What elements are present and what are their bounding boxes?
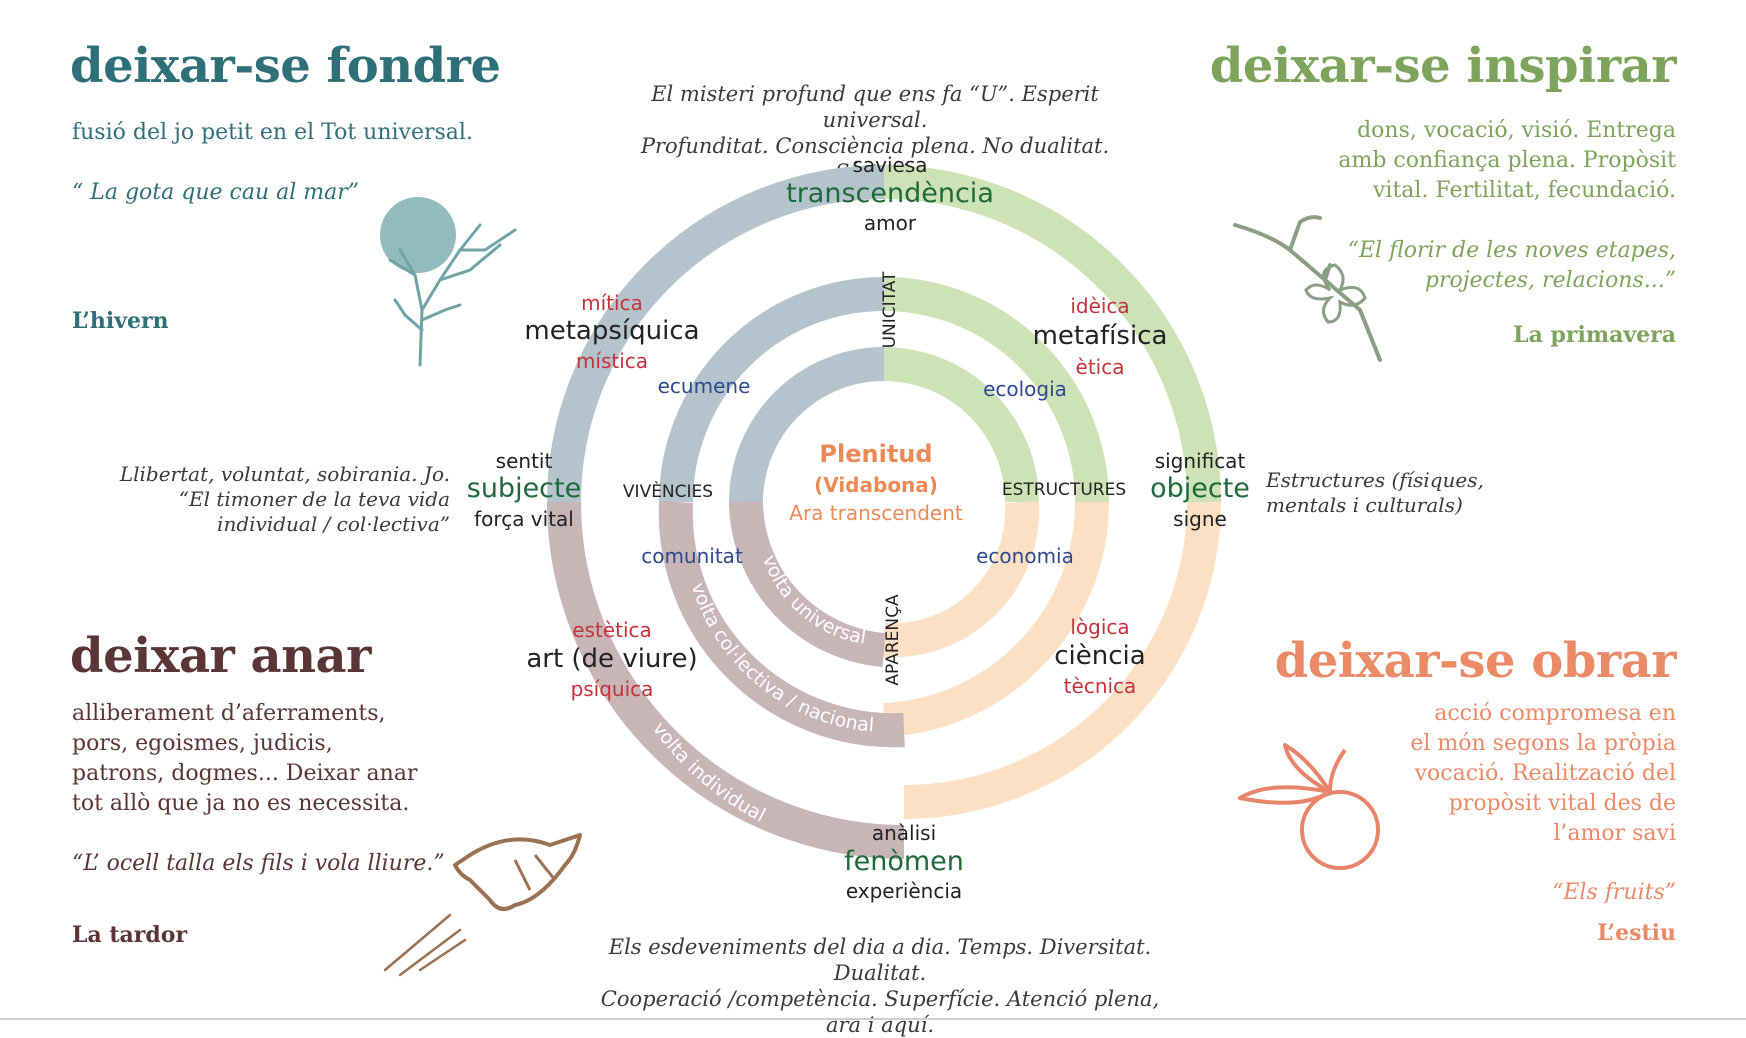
text-anar: alliberament d’aferraments, pors, egoism…: [72, 699, 492, 819]
caption-top: El misteri profund que ens fa “U”. Esper…: [600, 81, 1150, 185]
ring-outer-bottom-left: [547, 501, 905, 859]
quad-br-main: ciència: [1054, 641, 1145, 671]
text-anar-line: patrons, dogmes... Deixar anar: [72, 761, 418, 786]
quad-br-upper: lògica: [1070, 615, 1129, 639]
quote-anar: “L’ ocell talla els fils i vola lliure.”: [72, 851, 445, 876]
text-inspirar: dons, vocació, visió. Entrega amb confia…: [1256, 116, 1676, 206]
text-inspirar-line: vital. Fertilitat, fecundació.: [1372, 178, 1676, 203]
quote-fondre: “ La gota que cau al mar”: [72, 180, 359, 205]
quad-tr-main: metafísica: [1033, 321, 1168, 351]
ring-middle-bottom-right: [883, 501, 1110, 737]
pole-bottom-above: anàlisi: [872, 821, 936, 845]
winter-tree-icon: [380, 197, 517, 367]
text-obrar-line: acció compromesa en: [1434, 701, 1676, 726]
quad-bl-main: art (de viure): [526, 644, 697, 674]
text-anar-line: alliberament d’aferraments,: [72, 701, 386, 726]
pole-bottom-main: fenòmen: [844, 846, 964, 877]
center-title: Plenitud: [819, 440, 932, 468]
pole-top-above: saviesa: [852, 153, 927, 177]
center-line: Ara transcendent: [789, 501, 963, 525]
title-deixar-se-obrar: deixar-se obrar: [1274, 633, 1677, 689]
ring-inner-top-right: [883, 347, 1039, 503]
caption-bottom-line: Els esdeveniments del dia a dia. Temps. …: [608, 935, 1152, 985]
quad-tr-upper: idèica: [1070, 294, 1129, 318]
caption-right-line: Estructures (físiques,: [1266, 468, 1484, 492]
center-subtitle: (Vidabona): [814, 473, 938, 497]
ring-outer-top-right: [883, 165, 1221, 503]
quad-tr-lower: ètica: [1076, 355, 1125, 379]
text-obrar-line: propòsit vital des de: [1448, 791, 1676, 816]
ring-inner-bottom-left: [729, 501, 886, 667]
quad-bl-inner: comunitat: [641, 544, 743, 568]
quad-tl-main: metapsíquica: [524, 316, 699, 346]
text-inspirar-line: amb confiança plena. Propòsit: [1338, 148, 1676, 173]
quad-tl-upper: mítica: [581, 291, 643, 315]
text-obrar-line: l’amor savi: [1553, 821, 1676, 846]
ring-middle-top-right: [883, 277, 1109, 503]
title-deixar-se-inspirar: deixar-se inspirar: [1209, 38, 1677, 94]
axis-label-right: ESTRUCTURES: [1002, 480, 1126, 500]
flower-icon: [1233, 215, 1382, 362]
ring-label-outer: volta individual: [648, 718, 769, 827]
pole-left-main: subjecte: [467, 473, 581, 504]
ring-outer-bottom-right: [903, 501, 1221, 819]
ring-middle-bottom-left: [658, 501, 905, 748]
pole-bottom-below: experiència: [846, 879, 962, 903]
quad-br-inner: economia: [976, 544, 1074, 568]
caption-left-line: “El timoner de la teva vida: [178, 487, 450, 511]
caption-top-line: El misteri profund que ens fa “U”. Esper…: [651, 82, 1099, 132]
quad-tr-inner: ecologia: [983, 377, 1067, 401]
bird-icon: [383, 833, 582, 977]
quad-bl-upper: estètica: [572, 618, 652, 642]
axis-label-bottom: APARENÇA: [883, 594, 903, 686]
bottom-divider: [0, 1018, 1746, 1020]
text-obrar-line: el món segons la pròpia: [1410, 731, 1676, 756]
pole-top-below: amor: [864, 211, 917, 235]
pole-right-main: objecte: [1150, 473, 1250, 504]
axis-label-top: UNICITAT: [880, 271, 900, 348]
caption-left: Llibertat, voluntat, sobirania. Jo. “El …: [90, 462, 450, 537]
ring-inner-bottom-right: [882, 500, 1040, 658]
pole-top-main: transcendència: [786, 178, 994, 209]
title-deixar-anar: deixar anar: [70, 628, 371, 684]
caption-left-line: individual / col·lectiva”: [217, 512, 450, 536]
caption-right: Estructures (físiques, mentals i cultura…: [1266, 468, 1566, 518]
caption-right-line: mentals i culturals): [1266, 493, 1463, 517]
ring-inner-top-left: [729, 347, 885, 503]
quote-inspirar: “El florir de les noves etapes, projecte…: [1256, 236, 1676, 296]
axis-label-left: VIVÈNCIES: [623, 480, 713, 502]
pole-right-below: signe: [1173, 507, 1227, 531]
season-tardor: La tardor: [72, 922, 188, 948]
pole-left-below: força vital: [474, 507, 574, 531]
orange-fruit-icon: [1238, 743, 1380, 870]
caption-left-line: Llibertat, voluntat, sobirania. Jo.: [119, 462, 450, 486]
title-deixar-se-fondre: deixar-se fondre: [70, 38, 501, 94]
quote-obrar: “Els fruits”: [1552, 880, 1676, 905]
text-obrar-line: vocació. Realització del: [1414, 761, 1676, 786]
quote-inspirar-line: projectes, relacions...”: [1424, 268, 1676, 293]
quad-bl-lower: psíquica: [571, 677, 654, 701]
quad-tl-inner: ecumene: [658, 374, 751, 398]
quad-br-lower: tècnica: [1064, 674, 1137, 698]
text-inspirar-line: dons, vocació, visió. Entrega: [1357, 118, 1676, 143]
pole-right-above: significat: [1155, 449, 1246, 473]
season-primavera: La primavera: [1513, 322, 1676, 348]
text-anar-line: tot allò que ja no es necessita.: [72, 791, 410, 816]
text-fondre: fusió del jo petit en el Tot universal.: [72, 120, 473, 145]
text-obrar: acció compromesa en el món segons la prò…: [1256, 699, 1676, 849]
pole-left-above: sentit: [496, 449, 553, 473]
quad-tl-lower: mística: [576, 349, 648, 373]
season-hivern: L’hivern: [72, 308, 169, 334]
ring-middle-top-left: [659, 277, 885, 503]
text-anar-line: pors, egoismes, judicis,: [72, 731, 333, 756]
ring-outer-top-left: [547, 165, 885, 503]
season-estiu: L’estiu: [1597, 920, 1676, 946]
quote-inspirar-line: “El florir de les noves etapes,: [1347, 238, 1676, 263]
